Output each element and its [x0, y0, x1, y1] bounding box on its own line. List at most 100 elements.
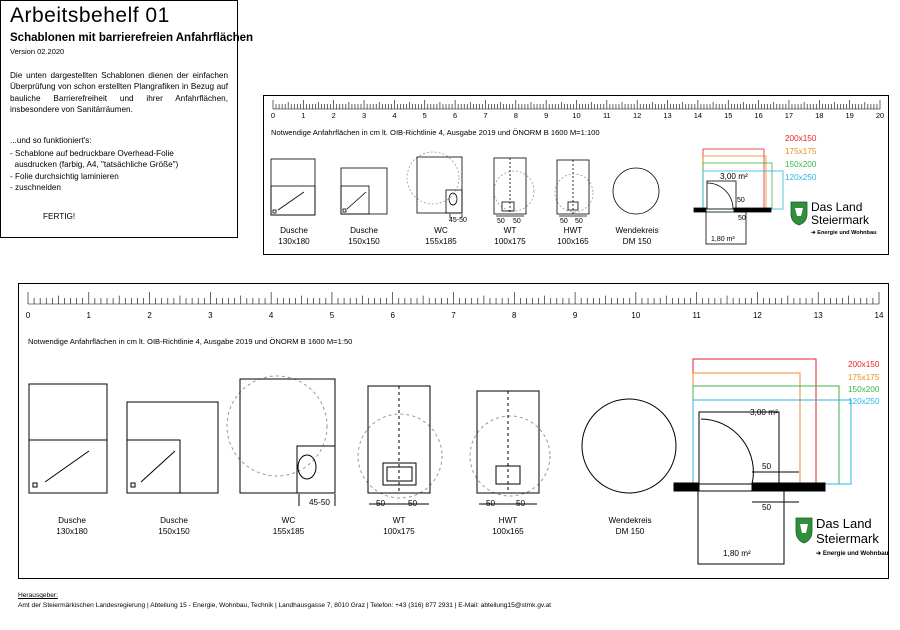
step-item: - zuschneiden: [10, 182, 61, 192]
ruler-tick-label: 16: [754, 111, 762, 120]
dim-label: 50: [762, 503, 772, 512]
legend-entry: 150x200: [785, 160, 817, 169]
logo-line2: Steiermark: [811, 213, 870, 227]
step-item: ausdrucken (farbig, A4, "tatsächliche Gr…: [10, 160, 179, 170]
logo-tagline: ➔ Energie und Wohnbau: [816, 550, 889, 557]
step-item: - Folie durchsichtig laminieren: [10, 171, 119, 181]
logo: Das Land Steiermark ➔ Energie und Wohnba…: [794, 516, 888, 568]
area-label: 3,00 m²: [720, 172, 748, 181]
shower-130x180-shape: [28, 383, 108, 494]
doc-version: Version 02.2020: [10, 47, 65, 56]
ruler-tick-label: 6: [390, 311, 395, 320]
ruler-tick-label: 2: [147, 311, 152, 320]
footer: Herausgeber: Amt der Steiermärkischen La…: [18, 592, 551, 609]
ruler-tick-label: 15: [724, 111, 732, 120]
ruler-tick-label: 20: [876, 111, 884, 120]
wc-shape: [226, 375, 336, 506]
area-label: 1,80 m²: [711, 236, 735, 243]
dim-label: 45-50: [449, 217, 467, 224]
ruler-tick-label: 4: [392, 111, 396, 120]
doc-subtitle: Schablonen mit barrierefreien Anfahrfläc…: [10, 32, 254, 44]
intro-text: Die unten dargestellten Schablonen diene…: [10, 71, 228, 115]
ruler-tick-label: 0: [271, 111, 275, 120]
dim-label: 50: [497, 218, 505, 225]
hwt-shape: [469, 390, 551, 505]
dim-label: 50: [560, 218, 568, 225]
ruler-tick-label: 1: [301, 111, 305, 120]
ruler-tick-label: 5: [330, 311, 335, 320]
wt-shape: [493, 157, 535, 217]
area-label: 3,00 m²: [750, 408, 778, 417]
panel-headline: Notwendige Anfahrflächen in cm lt. OIB-R…: [271, 128, 600, 137]
dim-label: 50: [376, 499, 386, 508]
fixture-drawings: [270, 148, 784, 245]
turning-circle-shape: [581, 398, 677, 494]
shower-150x150-shape: [126, 401, 219, 494]
ruler-tick-label: 13: [814, 311, 823, 320]
dim-label: 50: [486, 499, 496, 508]
legend-entry: 120x250: [848, 397, 880, 406]
info-box: Arbeitsbehelf 01 Schablonen mit barriere…: [0, 0, 253, 238]
step-item: - Schablone auf bedruckbare Overhead-Fol…: [10, 149, 174, 158]
shower-150x150-shape: [340, 167, 388, 215]
door-clearance-shape: [693, 148, 784, 245]
logo-line1: Das Land: [816, 516, 872, 531]
footer-heading: Herausgeber:: [18, 592, 58, 599]
ruler-tick-label: 5: [423, 111, 427, 120]
legend-entry: 120x250: [785, 173, 817, 182]
ruler-tick-label: 11: [692, 311, 701, 320]
ruler-tick-label: 0: [26, 311, 31, 320]
legend-entry: 175x175: [848, 373, 880, 382]
ruler-tick-label: 19: [845, 111, 853, 120]
ruler-tick-label: 18: [815, 111, 823, 120]
steps-list: - Schablone auf bedruckbare Overhead-Fol…: [10, 148, 178, 193]
dim-label: 50: [762, 462, 772, 471]
dim-label: 50: [408, 499, 418, 508]
ruler-tick-label: 7: [451, 311, 456, 320]
dim-label: 50: [513, 218, 521, 225]
ruler-tick-label: 11: [603, 111, 611, 120]
dim-label: 45-50: [309, 498, 330, 507]
ruler-tick-label: 12: [753, 311, 762, 320]
fixture-drawings: [28, 358, 852, 565]
ruler-tick-label: 10: [572, 111, 580, 120]
ruler-tick-label: 17: [785, 111, 793, 120]
legend-entry: 150x200: [848, 385, 880, 394]
done-label: FERTIG!: [43, 212, 76, 221]
doc-title: Arbeitsbehelf 01: [10, 4, 170, 27]
shield-icon: [790, 201, 808, 226]
shower-130x180-shape: [270, 158, 316, 216]
dim-label: 50: [738, 215, 746, 222]
ruler-tick-label: 1: [87, 311, 92, 320]
ruler-tick-label: 14: [875, 311, 884, 320]
turning-circle-shape: [612, 167, 660, 215]
logo-line2: Steiermark: [816, 531, 879, 546]
ruler-tick-label: 8: [514, 111, 518, 120]
footer-text: Amt der Steiermärkischen Landesregierung…: [18, 602, 551, 609]
ruler-tick-label: 12: [633, 111, 641, 120]
ruler-tick-label: 14: [694, 111, 702, 120]
logo-line1: Das Land: [811, 200, 863, 214]
logo-tagline: ➔ Energie und Wohnbau: [811, 230, 877, 236]
wc-shape: [406, 151, 463, 218]
ruler-tick-label: 6: [453, 111, 457, 120]
ruler-tick-label: 9: [573, 311, 578, 320]
hwt-shape: [554, 159, 594, 217]
ruler-tick-label: 4: [269, 311, 274, 320]
legend-entry: 200x150: [848, 360, 880, 369]
